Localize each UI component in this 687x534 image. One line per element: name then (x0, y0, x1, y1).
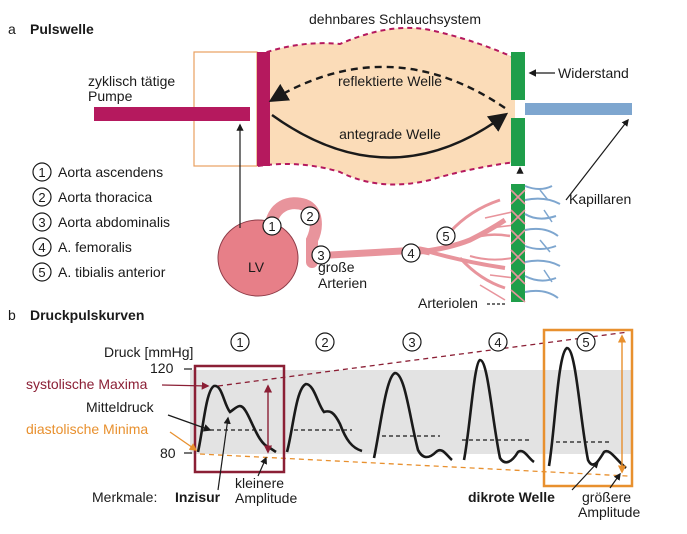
diastolic-pointer (169, 431, 198, 451)
svg-text:4: 4 (407, 246, 414, 261)
large-amplitude-pointer (609, 472, 621, 489)
incisure-pointer (217, 416, 231, 491)
smaller-amplitude-label-1: kleinere (235, 475, 284, 491)
systolic-maxima-label: systolische Maxima (26, 376, 148, 392)
antegrade-wave-label: antegrade Welle (339, 126, 441, 142)
diastolic-minima-label: diastolische Minima (26, 421, 148, 437)
svg-text:A. tibialis anterior: A. tibialis anterior (58, 264, 166, 280)
svg-text:2: 2 (306, 209, 313, 224)
svg-text:1: 1 (268, 219, 275, 234)
curve-number-2: 2 (315, 332, 335, 352)
site-marker-2: 2 (300, 206, 320, 226)
small-amplitude-pointer (257, 456, 267, 477)
large-arteries-label-2: Arterien (318, 275, 367, 291)
legend-item: 4 A. femoralis (32, 237, 132, 257)
panel-b-letter: b (8, 307, 16, 323)
outflow-tube (525, 103, 632, 115)
pressure-curve-3 (372, 371, 453, 462)
mean-pressure-label: Mitteldruck (86, 399, 155, 415)
left-ventricle (217, 219, 299, 297)
resistance-label: Widerstand (558, 65, 629, 81)
pump-label-2: Pumpe (88, 88, 133, 104)
legend-item: 1 Aorta ascendens (32, 162, 163, 182)
y-axis-label: Druck [mmHg] (104, 344, 193, 360)
systolic-pointer (161, 381, 210, 390)
smaller-amplitude-label-2: Amplitude (235, 490, 297, 506)
svg-text:4: 4 (494, 335, 501, 350)
curve-5-highlight (542, 328, 634, 488)
curve-number-1: 1 (230, 332, 250, 352)
pressure-curve-2 (285, 382, 363, 453)
incisure-label: Inzisur (175, 489, 221, 505)
elastic-tube (258, 27, 515, 185)
larger-amplitude-label-2: Amplitude (578, 504, 640, 520)
svg-text:1: 1 (38, 165, 45, 180)
site-marker-1: 1 (262, 216, 282, 236)
tube-lower-wall (257, 161, 516, 186)
svg-text:Aorta ascendens: Aorta ascendens (58, 164, 163, 180)
capillaries-label: Kapillaren (569, 191, 631, 207)
site-marker-4: 4 (401, 243, 421, 263)
svg-text:5: 5 (442, 229, 449, 244)
svg-text:1: 1 (236, 335, 243, 350)
capillary-bed (510, 184, 561, 303)
svg-text:3: 3 (38, 215, 45, 230)
curve-number-3: 3 (402, 332, 422, 352)
site-marker-3: 3 (311, 245, 331, 265)
resistance-lower (511, 118, 525, 166)
svg-text:5: 5 (38, 265, 45, 280)
mean-pointer (167, 414, 212, 432)
resistance-upper (511, 52, 525, 100)
pressure-curve-5 (547, 346, 627, 470)
features-label: Merkmale: (92, 489, 157, 505)
svg-text:3: 3 (317, 248, 324, 263)
pressure-curve-1 (196, 384, 277, 454)
svg-text:Aorta abdominalis: Aorta abdominalis (58, 214, 170, 230)
panel-a-letter: a (8, 21, 16, 37)
pressure-curve-4 (462, 358, 535, 464)
capillaries-to-outflow-arrow (565, 118, 629, 201)
reflected-wave-arrow (268, 65, 506, 109)
large-arteries-label-1: große (318, 259, 355, 275)
site-marker-5: 5 (436, 226, 456, 246)
panel-b-title: Druckpulskurven (30, 307, 144, 323)
tube-label: dehnbares Schlauchsystem (309, 11, 481, 27)
curve-number-4: 4 (488, 332, 508, 352)
panel-a-title: Pulswelle (30, 21, 94, 37)
curve-number-5: 5 (576, 332, 596, 352)
dicrotic-wave-label: dikrote Welle (468, 489, 555, 505)
antegrade-wave-arrow (271, 112, 509, 159)
svg-text:2: 2 (321, 335, 328, 350)
site-markers: 1 2 3 4 5 (262, 206, 456, 265)
y-tick-80: 80 (160, 445, 176, 461)
legend-item: 5 A. tibialis anterior (32, 262, 166, 282)
svg-text:3: 3 (408, 335, 415, 350)
dicrotic-pointer (571, 460, 599, 491)
curve-numbers: 1 2 3 4 5 (230, 332, 596, 352)
reflected-wave-label: reflektierte Welle (338, 73, 442, 89)
pump-piston (257, 52, 270, 166)
svg-text:5: 5 (582, 335, 589, 350)
pump-label-1: zyklisch tätige (88, 73, 175, 89)
curve-1-highlight (193, 364, 286, 474)
lv-label: LV (248, 259, 265, 275)
svg-text:2: 2 (38, 190, 45, 205)
larger-amplitude-label-1: größere (582, 489, 631, 505)
svg-text:4: 4 (38, 240, 45, 255)
legend-item: 3 Aorta abdominalis (32, 212, 170, 232)
svg-text:A. femoralis: A. femoralis (58, 239, 132, 255)
legend-item: 2 Aorta thoracica (32, 187, 152, 207)
arterioles-label: Arteriolen (418, 295, 478, 311)
heart-and-arteries: LV (217, 197, 516, 301)
legend: 1 Aorta ascendens 2 Aorta thoracica 3 Ao… (32, 162, 170, 282)
svg-text:Aorta thoracica: Aorta thoracica (58, 189, 152, 205)
pump-piston-rod (94, 107, 250, 121)
systolic-trend-line (217, 331, 629, 387)
y-tick-120: 120 (150, 360, 174, 376)
